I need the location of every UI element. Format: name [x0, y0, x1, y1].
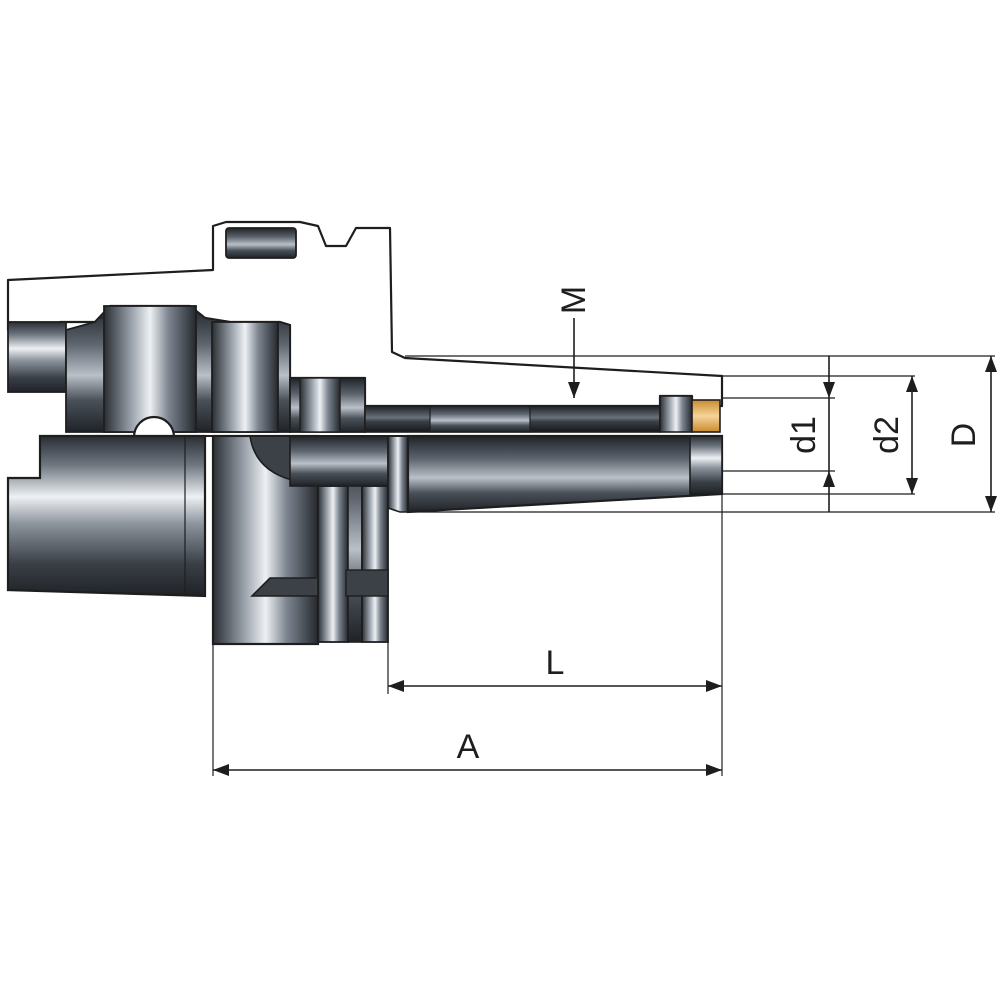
dim-label-d1: d1: [785, 416, 823, 454]
dim-label-M: M: [555, 286, 593, 314]
dim-label-A: A: [457, 728, 480, 766]
dim-label-d2: d2: [868, 416, 906, 454]
inner-bore-upper: [7, 305, 721, 433]
dim-label-D: D: [945, 423, 983, 448]
dimension-lines: [212, 318, 997, 776]
dim-label-L: L: [546, 644, 565, 682]
exterior-shank: [6, 434, 724, 646]
drive-key-slot: [225, 227, 297, 259]
